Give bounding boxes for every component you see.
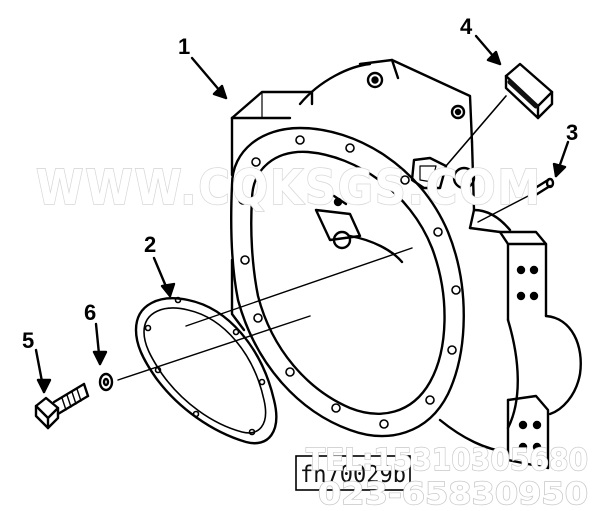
leader-6 <box>92 322 108 366</box>
leader-2 <box>152 256 176 298</box>
callout-3: 3 <box>566 120 578 145</box>
leader-4 <box>474 34 502 66</box>
callout-5: 5 <box>22 328 34 353</box>
watermark-phone: 023-65830950 <box>318 477 588 511</box>
callout-2: 2 <box>144 232 156 257</box>
leader-1 <box>190 56 228 100</box>
bolt <box>34 382 90 430</box>
gasket <box>134 296 278 445</box>
dowel-pin <box>530 177 555 198</box>
leader-3 <box>552 140 570 178</box>
callout-6: 6 <box>84 300 96 325</box>
figure-id: fh70029b <box>300 462 406 488</box>
watermark-tel: TEL:15310305680 <box>306 443 588 478</box>
flywheel-housing <box>230 58 582 470</box>
figure-id-box: fh70029b <box>295 455 411 491</box>
leader-5 <box>34 348 52 394</box>
cover-plate <box>504 62 554 120</box>
callout-1: 1 <box>178 34 190 59</box>
callout-4: 4 <box>460 14 473 39</box>
watermark-site: WWW.CQKSGS.COM <box>36 160 542 216</box>
washer <box>98 372 114 392</box>
